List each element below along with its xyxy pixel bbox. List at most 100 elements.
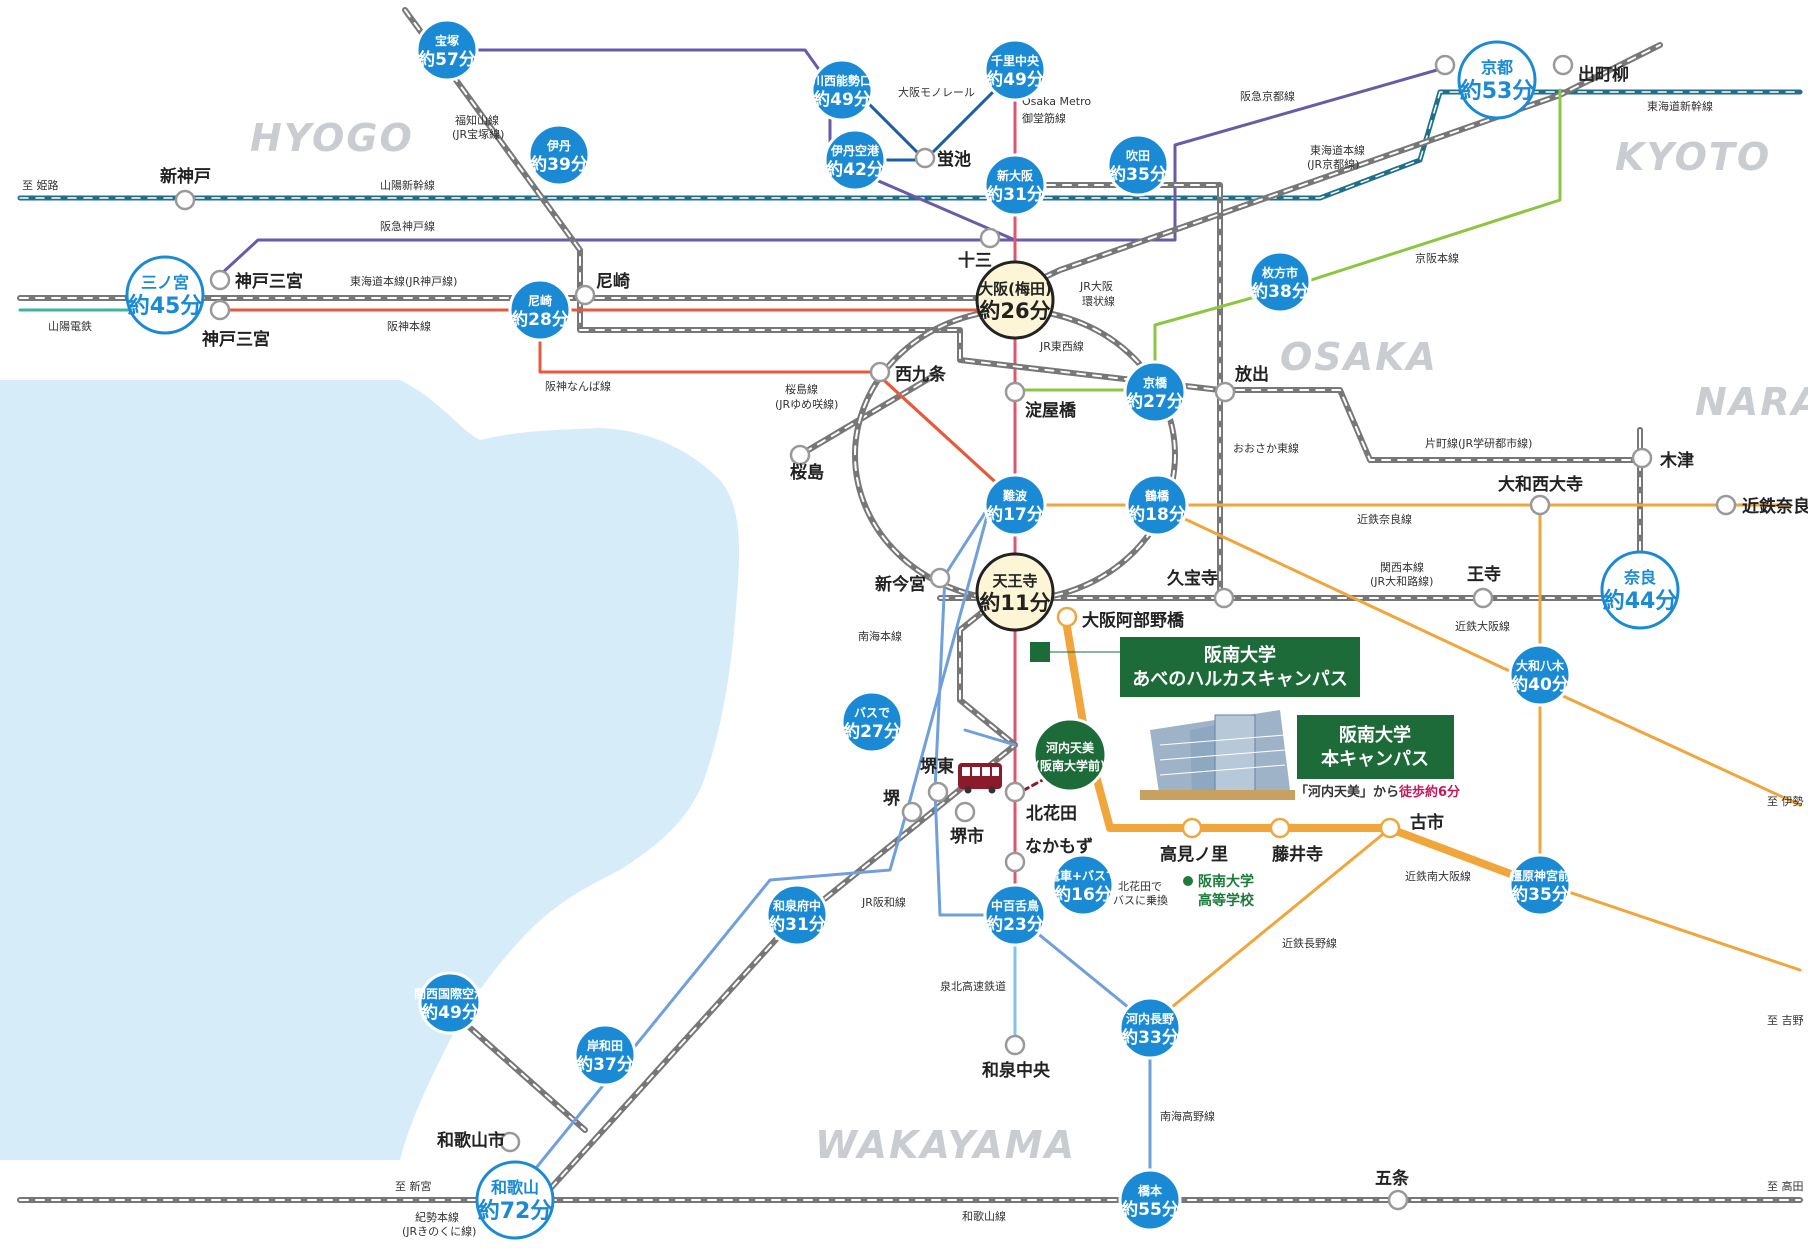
station-juso-dot[interactable] <box>979 227 1001 249</box>
walk-time: 徒歩約6分 <box>1398 784 1460 800</box>
station-abenobashi-dot[interactable] <box>1056 606 1078 628</box>
station-sakurajima-dot[interactable] <box>789 444 811 466</box>
station-kobesannomiya-dot-2[interactable] <box>209 299 231 321</box>
station-hankyu-kyoto-end-dot[interactable] <box>1434 54 1456 76</box>
label-hankyu-kyoto: 阪急京都線 <box>1240 89 1295 103</box>
station-sakai-label: 堺 <box>883 788 901 809</box>
station-shinimamiya-dot[interactable] <box>929 567 951 589</box>
main-campus[interactable]: 阪南大学 本キャンパス 「河内天美」から徒歩約6分 <box>1140 710 1460 800</box>
station-demachiyanagi-dot[interactable] <box>1552 54 1574 76</box>
label-hanshin-namba: 阪神なんば線 <box>545 379 611 393</box>
region-hyogo: HYOGO <box>250 116 414 160</box>
hub-umeda[interactable]: 大阪(梅田)約26分 <box>975 260 1055 340</box>
badge-shinosaka-time: 約31分 <box>986 184 1044 205</box>
osaka-bay <box>0 380 740 1160</box>
station-kizu-dot[interactable] <box>1631 447 1653 469</box>
label-tokaido-kobe: 東海道本線(JR神戸線) <box>350 274 457 288</box>
label-bus-note-1: 北花田で <box>1118 880 1162 893</box>
badge-kansaiairport-time: 約49分 <box>421 1002 479 1023</box>
station-izumichuo-label: 和泉中央 <box>982 1060 1051 1081</box>
label-sanyo-shinkansen: 山陽新幹線 <box>380 178 435 192</box>
station-nishikujo-dot[interactable] <box>869 361 891 383</box>
station-kobesannomiya-dot-1[interactable] <box>209 269 231 291</box>
region-kyoto: KYOTO <box>1615 135 1771 179</box>
badge-hirakatashi-name: 枚方市 <box>1262 265 1298 280</box>
station-hotarugaike-dot[interactable] <box>914 147 936 169</box>
station-yodoyabashi-dot[interactable] <box>1004 381 1026 403</box>
badge-kawanishi-name: 川西能勢口 <box>811 73 872 88</box>
label-keihan: 京阪本線 <box>1415 251 1459 265</box>
harukas-campus[interactable]: 阪南大学 あべのハルカスキャンパス <box>1030 637 1360 697</box>
badge-yamatoyagi-name: 大和八木 <box>1516 658 1565 673</box>
station-nishikujo-label: 西九条 <box>895 364 947 385</box>
station-furuichi-dot[interactable] <box>1379 817 1401 839</box>
label-fukuchiyama-1: 福知山線 <box>455 113 499 127</box>
station-shinkobe-dot[interactable] <box>174 189 196 211</box>
label-kisei-2: (JRきのくに線) <box>402 1224 476 1238</box>
station-kitahanada-dot[interactable] <box>1004 781 1026 803</box>
label-osaka-monorail: 大阪モノレール <box>898 85 975 99</box>
high-school[interactable]: 阪南大学 高等学校 <box>1183 873 1255 909</box>
label-kansai-main-1: 関西本線 <box>1380 560 1424 574</box>
station-nakamozu-dot[interactable] <box>1004 851 1026 873</box>
main-campus-subtitle: 本キャンパス <box>1321 748 1429 770</box>
station-kintetsunara-dot[interactable] <box>1715 494 1737 516</box>
station-yamatosaidaiji-dot[interactable] <box>1529 494 1551 516</box>
badge-nakamozu-name: 中百舌鳥 <box>991 898 1039 913</box>
label-sakurajima-1: 桜島線 <box>785 382 818 396</box>
badge-hashimoto-name: 橋本 <box>1138 1183 1162 1198</box>
region-osaka: OSAKA <box>1280 335 1438 379</box>
kawachiamami-station[interactable]: 河内天美 (阪南大学前) <box>1032 717 1108 793</box>
station-gojo-dot[interactable] <box>1387 1189 1409 1211</box>
station-kubo-dot[interactable] <box>1213 587 1235 609</box>
station-yamatosaidaiji-label: 大和西大寺 <box>1498 474 1583 495</box>
harukas-title: 阪南大学 <box>1204 644 1276 666</box>
main-campus-title: 阪南大学 <box>1339 724 1411 746</box>
station-sakaihigashi-dot[interactable] <box>927 781 949 803</box>
station-amagasaki-jr-dot[interactable] <box>574 284 596 306</box>
badge-busde-time: 約27分 <box>843 721 901 742</box>
station-sakaishi-dot[interactable] <box>954 801 976 823</box>
station-hanaten-dot[interactable] <box>1214 381 1236 403</box>
station-takaminosato-dot[interactable] <box>1181 817 1203 839</box>
badge-kishiwada-name: 岸和田 <box>587 1038 623 1053</box>
label-to-takada: 至 高田 <box>1767 1179 1804 1193</box>
badge-namba-time: 約17分 <box>986 504 1044 525</box>
station-izumichuo-dot[interactable] <box>1004 1034 1026 1056</box>
station-sakai-dot[interactable] <box>901 801 923 823</box>
kawachiamami-name: 河内天美 <box>1045 740 1095 755</box>
badge-kishiwada-time: 約37分 <box>576 1054 634 1075</box>
station-oji-dot[interactable] <box>1472 587 1494 609</box>
station-fujiidera-dot[interactable] <box>1269 817 1291 839</box>
badge-yamatoyagi-time: 約40分 <box>1511 674 1569 695</box>
station-wakayamashi-dot[interactable] <box>499 1131 521 1153</box>
